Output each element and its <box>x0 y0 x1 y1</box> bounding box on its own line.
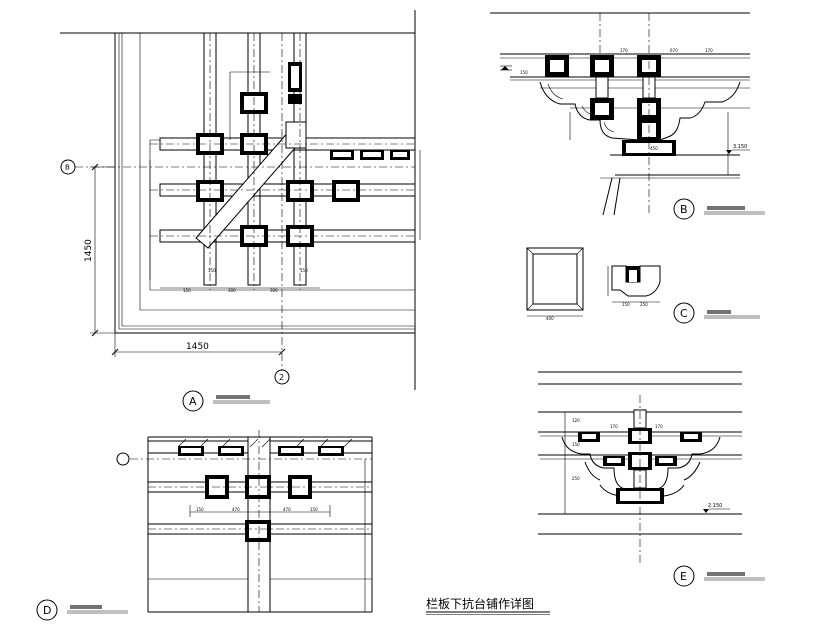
svg-text:150: 150 <box>196 507 204 512</box>
svg-text:150: 150 <box>208 268 216 273</box>
svg-text:150: 150 <box>310 507 318 512</box>
svg-text:300: 300 <box>228 288 236 293</box>
detail-a-letter: A <box>189 395 197 408</box>
svg-text:250: 250 <box>572 476 580 481</box>
dim-vertical: 1450 <box>84 239 94 262</box>
svg-text:170: 170 <box>620 48 628 53</box>
dim-horizontal: 1450 <box>186 342 209 352</box>
level-mark-b: 3.150 <box>726 144 750 154</box>
detail-c: 400 150 250 C <box>526 247 760 324</box>
main-title: 栏板下抗台铺作详图 <box>426 596 534 611</box>
level-e-text: 2.150 <box>708 503 722 509</box>
level-mark-e: 2.150 <box>703 503 730 513</box>
detail-b-bubble <box>673 198 695 220</box>
plan-a: 150 300 300 150 150 1450 1450 B 2 A <box>60 10 421 412</box>
svg-text:150: 150 <box>622 302 630 307</box>
detail-a-bubble <box>182 390 204 412</box>
plan-d-axis-bubble <box>116 452 130 466</box>
svg-text:150: 150 <box>183 288 191 293</box>
axis-b-label: B <box>65 164 70 172</box>
svg-text:400: 400 <box>546 316 554 321</box>
main-title-block: 栏板下抗台铺作详图 <box>426 596 550 615</box>
detail-e-letter: E <box>680 570 687 583</box>
detail-c-bubble <box>673 302 695 324</box>
svg-text:170: 170 <box>655 424 663 429</box>
detail-e-bubble <box>673 565 695 587</box>
plan-d: 150 470 470 150 D <box>36 430 373 621</box>
svg-text:120: 120 <box>572 418 580 423</box>
detail-d-bubble <box>36 599 58 621</box>
axis-2-bubble <box>274 369 290 385</box>
svg-text:250: 250 <box>640 302 648 307</box>
elevation-b: 170 670 170 150 450 3.150 B <box>490 12 765 220</box>
svg-text:670: 670 <box>670 48 678 53</box>
svg-text:470: 470 <box>232 507 240 512</box>
svg-text:170: 170 <box>705 48 713 53</box>
svg-text:150: 150 <box>520 70 528 75</box>
svg-text:170: 170 <box>610 424 618 429</box>
svg-text:470: 470 <box>283 507 291 512</box>
detail-c-letter: C <box>680 307 688 320</box>
axis-2-label: 2 <box>279 373 284 382</box>
elevation-e: 120 150 250 170 170 2.150 E <box>538 371 765 587</box>
level-b-text: 3.150 <box>733 144 747 150</box>
detail-b-letter: B <box>680 203 688 216</box>
svg-text:450: 450 <box>650 146 658 151</box>
axis-b-bubble <box>60 159 76 175</box>
svg-text:300: 300 <box>270 288 278 293</box>
svg-text:150: 150 <box>300 268 308 273</box>
svg-text:150: 150 <box>572 442 580 447</box>
detail-d-letter: D <box>43 604 51 617</box>
